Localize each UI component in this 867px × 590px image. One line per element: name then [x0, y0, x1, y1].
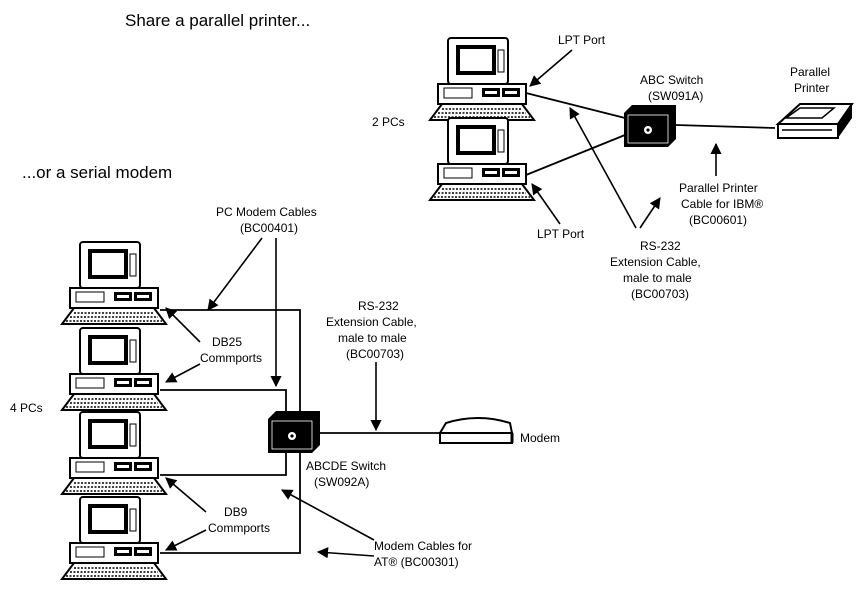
arrow-ext-cable-top-a — [569, 107, 637, 229]
label-printer-line1: Parallel — [790, 65, 830, 79]
abc-switch — [623, 104, 677, 148]
pc-bottom-3 — [61, 411, 167, 495]
arrow-db9-b — [164, 529, 207, 551]
arrow-lpt-top — [529, 49, 573, 87]
cable-top-pc2 — [525, 134, 626, 176]
label-ext-cable-bottom-4: (BC00703) — [346, 347, 404, 361]
label-abc-switch-code: (SW091A) — [648, 89, 703, 103]
abcde-switch — [267, 410, 321, 454]
label-lpt-port-top: LPT Port — [558, 33, 606, 47]
label-printer-cable-3: (BC00601) — [689, 213, 747, 227]
cable-top-printer — [675, 124, 776, 129]
heading-serial-modem: ...or a serial modem — [22, 163, 172, 182]
pc-bottom-1 — [61, 241, 167, 325]
cable-top-pc1 — [525, 92, 626, 119]
cable-bottom-pc3 — [160, 444, 287, 476]
label-ext-cable-top-3: male to male — [623, 271, 692, 285]
label-ext-cable-bottom-2: Extension Cable, — [326, 315, 417, 329]
arrow-pc-cables-a — [207, 237, 263, 311]
label-4-pcs: 4 PCs — [10, 401, 43, 415]
label-printer-cable-1: Parallel Printer — [679, 181, 758, 195]
label-ext-cable-top-4: (BC00703) — [631, 287, 689, 301]
arrow-ext-cable-top-b — [639, 197, 661, 229]
label-db25-1: DB25 — [212, 335, 242, 349]
label-at-cables-1: Modem Cables for — [374, 539, 472, 553]
label-db9-2: Commports — [208, 521, 270, 535]
label-printer-line2: Printer — [794, 81, 829, 95]
heading-share-printer: Share a parallel printer... — [125, 11, 310, 30]
modem — [438, 417, 514, 444]
label-modem: Modem — [520, 431, 560, 445]
label-ext-cable-top-1: RS-232 — [640, 239, 681, 253]
arrow-db25-b — [165, 363, 201, 383]
pc-top-1 — [429, 37, 535, 121]
label-abcde-switch-code: (SW092A) — [314, 475, 369, 489]
label-db25-2: Commports — [200, 351, 262, 365]
label-2-pcs: 2 PCs — [372, 115, 405, 129]
cable-bottom-pc4 — [160, 444, 301, 554]
label-pc-cables-2: (BC00401) — [240, 221, 298, 235]
pc-bottom-4 — [61, 496, 167, 580]
label-ext-cable-top-2: Extension Cable, — [610, 255, 701, 269]
cable-bottom-pc2 — [160, 389, 287, 420]
label-abcde-switch: ABCDE Switch — [306, 459, 386, 473]
arrow-db25-a — [165, 307, 201, 343]
cable-bottom-pc1 — [160, 309, 301, 420]
arrow-db9-a — [165, 477, 207, 513]
label-lpt-port-bottom: LPT Port — [537, 227, 585, 241]
label-abc-switch: ABC Switch — [640, 73, 703, 87]
label-ext-cable-bottom-3: male to male — [338, 331, 407, 345]
label-db9-1: DB9 — [224, 505, 248, 519]
label-ext-cable-bottom-1: RS-232 — [358, 299, 399, 313]
arrow-lpt-bottom — [531, 183, 561, 225]
label-at-cables-2: AT® (BC00301) — [374, 555, 459, 569]
label-pc-cables-1: PC Modem Cables — [216, 205, 317, 219]
arrow-at-cables-b — [316, 547, 375, 559]
pc-top-2 — [429, 117, 535, 201]
pc-bottom-2 — [61, 327, 167, 411]
parallel-printer — [775, 103, 854, 139]
label-printer-cable-2: Cable for IBM® — [681, 197, 763, 211]
arrow-at-cables-a — [281, 489, 375, 541]
